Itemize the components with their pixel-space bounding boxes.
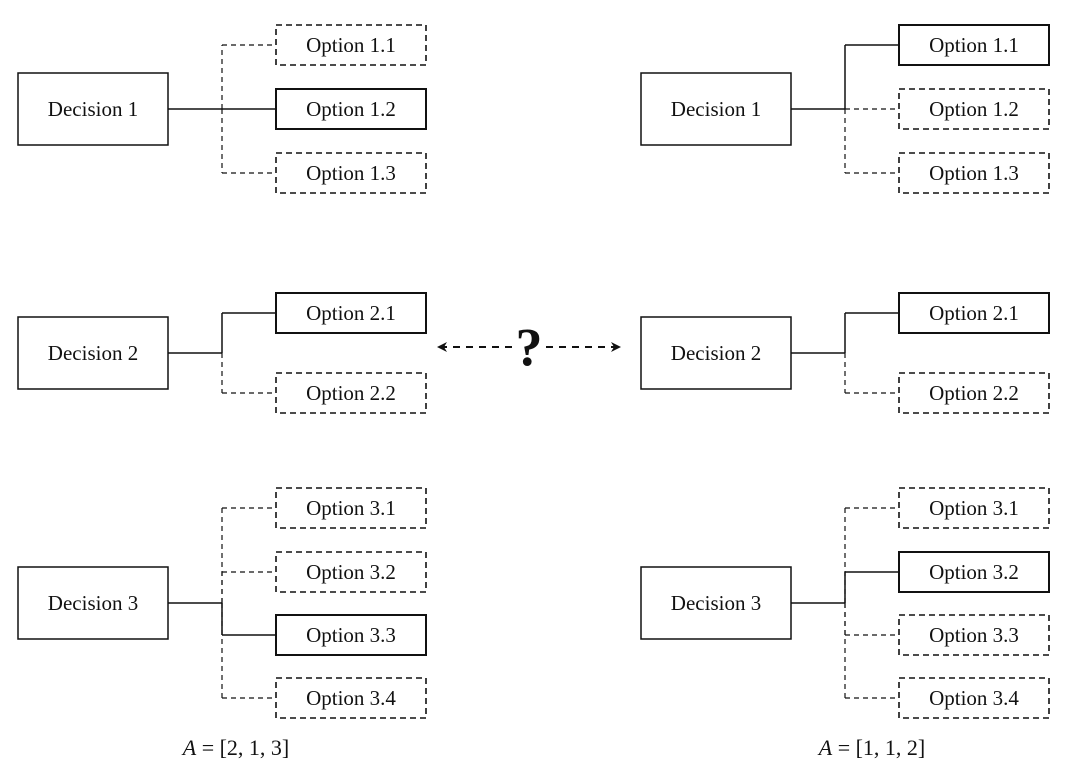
option-3-3-label: Option 3.3: [929, 623, 1019, 647]
option-3-1-box: [898, 487, 1050, 529]
option-1-3-box: [275, 152, 427, 194]
option-2-1-label: Option 2.1: [929, 301, 1019, 325]
option-1-1-box: [275, 24, 427, 66]
right-caption: A = [1, 1, 2]: [817, 735, 926, 760]
option-3-1-box: [275, 487, 427, 529]
option-3-3-label: Option 3.3: [306, 623, 396, 647]
option-3-2-selected-box: [898, 551, 1050, 593]
left-caption-equals: =: [196, 735, 219, 760]
option-2-1-selected-box: [898, 292, 1050, 334]
decision-2-label: Decision 2: [48, 341, 138, 365]
left-caption: A = [2, 1, 3]: [181, 735, 290, 760]
option-1-3-label: Option 1.3: [306, 161, 396, 185]
decision-3-label: Decision 3: [671, 591, 761, 615]
decision-1-box: [640, 72, 792, 146]
option-1-3-label: Option 1.3: [929, 161, 1019, 185]
right-caption-equals: =: [832, 735, 855, 760]
right-caption-variable: A: [817, 735, 833, 760]
option-2-2-box: [275, 372, 427, 414]
decision-3-label: Decision 3: [48, 591, 138, 615]
option-3-3-box: [898, 614, 1050, 656]
option-1-2-selected-box: [275, 88, 427, 130]
option-3-2-label: Option 3.2: [929, 560, 1019, 584]
option-3-2-box: [275, 551, 427, 593]
option-3-2-label: Option 3.2: [306, 560, 396, 584]
decision-1-box: [17, 72, 169, 146]
option-2-2-box: [898, 372, 1050, 414]
option-1-1-label: Option 1.1: [306, 33, 396, 57]
decision-1-label: Decision 1: [671, 97, 761, 121]
option-2-2-label: Option 2.2: [929, 381, 1019, 405]
option-2-1-label: Option 2.1: [306, 301, 396, 325]
question-mark: ?: [516, 317, 543, 377]
comparison-connector: ?: [437, 317, 621, 377]
right-caption-vector: [1, 1, 2]: [856, 735, 926, 760]
option-1-1-label: Option 1.1: [929, 33, 1019, 57]
option-3-4-label: Option 3.4: [929, 686, 1019, 710]
option-2-2-label: Option 2.2: [306, 381, 396, 405]
decision-3-box: [640, 566, 792, 640]
option-3-1-label: Option 3.1: [306, 496, 396, 520]
option-3-1-label: Option 3.1: [929, 496, 1019, 520]
left-caption-vector: [2, 1, 3]: [220, 735, 290, 760]
option-2-1-selected-box: [275, 292, 427, 334]
decision-2-label: Decision 2: [671, 341, 761, 365]
option-1-3-box: [898, 152, 1050, 194]
option-3-3-selected-box: [275, 614, 427, 656]
option-3-4-box: [898, 677, 1050, 719]
decision-2-box: [17, 316, 169, 390]
option-3-4-label: Option 3.4: [306, 686, 396, 710]
option-1-2-label: Option 1.2: [306, 97, 396, 121]
option-1-1-selected-box: [898, 24, 1050, 66]
decision-3-box: [17, 566, 169, 640]
option-3-4-box: [275, 677, 427, 719]
option-1-2-label: Option 1.2: [929, 97, 1019, 121]
left-caption-variable: A: [181, 735, 197, 760]
decision-1-label: Decision 1: [48, 97, 138, 121]
option-1-2-box: [898, 88, 1050, 130]
